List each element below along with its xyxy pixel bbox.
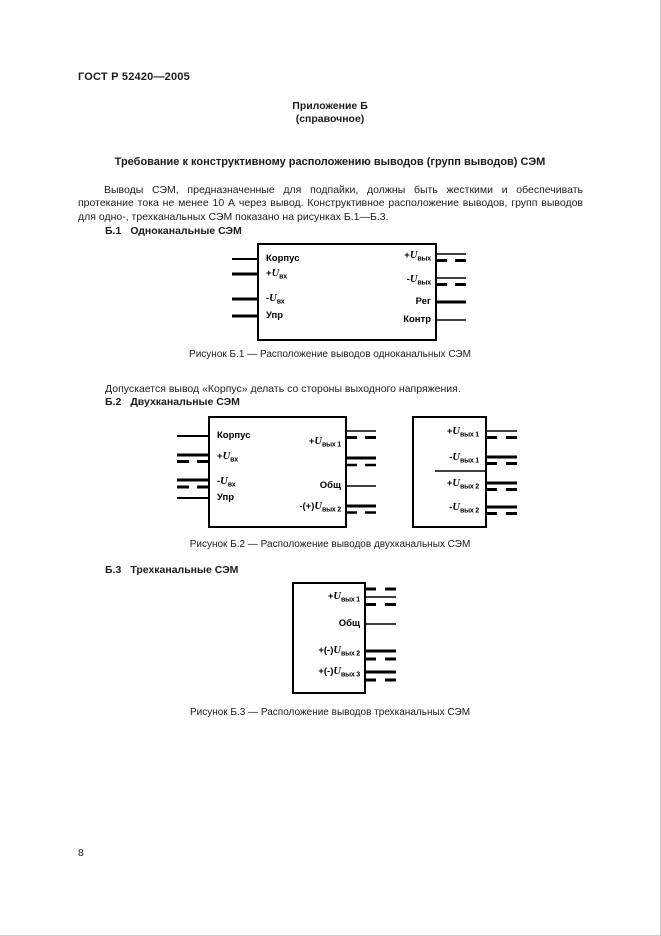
pin-label-uout2-minus: -Uвых 2 — [449, 502, 479, 515]
section-title: Трехканальные СЭМ — [130, 564, 239, 576]
figure-b2-drawing — [177, 416, 517, 528]
pin-label-korpus: Корпус — [266, 253, 300, 264]
section-number: Б.2 — [105, 396, 122, 408]
pin-label-uout1-plus: +Uвых 1 — [446, 426, 479, 439]
pin-label-upr: Упр — [217, 492, 235, 503]
figure-b3-drawing — [292, 582, 396, 694]
pin-label-uin-plus: +Uвх — [217, 451, 238, 464]
intro-paragraph: Выводы СЭМ, предназначенные для подпайки… — [78, 184, 583, 223]
figure-b2-caption: Рисунок Б.2 — Расположение выводов двухк… — [189, 539, 471, 550]
figure-b1-caption: Рисунок Б.1 — Расположение выводов однок… — [189, 349, 471, 360]
left-pin-lines — [177, 435, 209, 499]
appendix-subtitle: (справочное) — [295, 113, 365, 125]
module-box — [292, 582, 366, 694]
pin-label-obsch: Общ — [319, 480, 341, 491]
section-number: Б.3 — [105, 564, 122, 576]
page-title: Требование к конструктивному расположени… — [114, 156, 546, 168]
right-pin-lines — [365, 587, 396, 682]
pin-label-uout2: +(-)Uвых 2 — [318, 645, 360, 658]
figure-b1: Корпус +Uвх -Uвх Упр +Uвых -Uвых Рег Кон… — [225, 238, 475, 350]
figure-b2: Корпус +Uвх -Uвх Упр +Uвых 1 Общ -(+)Uвы… — [170, 412, 525, 534]
module-box-main — [208, 416, 347, 528]
section-heading-b3: Б.3 Трехканальные СЭМ — [105, 564, 238, 576]
pin-label-uout3: +(-)Uвых 3 — [318, 666, 360, 679]
section-number: Б.1 — [105, 225, 122, 237]
figure-b3-caption: Рисунок Б.3 — Расположение выводов трехк… — [189, 707, 471, 718]
pin-label-uout2-plus: +Uвых 2 — [446, 478, 479, 491]
pin-label-uout-plus: +Uвых — [404, 250, 431, 263]
page-number: 8 — [78, 847, 84, 859]
pin-label-uin-plus: +Uвх — [266, 268, 287, 281]
output-group-box — [412, 416, 487, 528]
left-pin-lines — [232, 258, 258, 318]
section-title: Двухканальные СЭМ — [130, 396, 240, 408]
pin-label-korpus: Корпус — [217, 430, 251, 441]
pin-label-uout1: +Uвых 1 — [327, 591, 360, 604]
pin-label-uin-minus: -Uвх — [266, 293, 285, 306]
section-heading-b2: Б.2 Двухканальные СЭМ — [105, 396, 240, 408]
document-number: ГОСТ Р 52420—2005 — [78, 71, 190, 83]
right-pin-lines-out — [486, 430, 517, 515]
right-pin-lines — [436, 253, 466, 321]
right-pin-lines-main — [346, 430, 376, 514]
section-title: Одноканальные СЭМ — [130, 225, 242, 237]
section-heading-b1: Б.1 Одноканальные СЭМ — [105, 225, 242, 237]
appendix-heading: Приложение Б (справочное) — [0, 100, 660, 126]
figure-b1-drawing — [232, 243, 466, 341]
note-text: Допускается вывод «Корпус» делать со сто… — [105, 383, 461, 395]
pin-label-upr: Упр — [266, 310, 284, 321]
pin-label-reg: Рег — [415, 296, 431, 307]
pin-label-uout1-minus: -Uвых 1 — [449, 452, 479, 465]
pin-label-uout1: +Uвых 1 — [308, 436, 341, 449]
pin-label-uin-minus: -Uвх — [217, 476, 236, 489]
pin-label-obsch: Общ — [338, 618, 360, 629]
figure-b3: +Uвых 1 Общ +(-)Uвых 2 +(-)Uвых 3 — [290, 580, 405, 700]
pin-label-uout2: -(+)Uвых 2 — [299, 501, 341, 514]
pin-label-kontr: Контр — [403, 314, 431, 325]
pin-label-uout-minus: -Uвых — [406, 274, 432, 287]
module-box — [257, 243, 437, 341]
appendix-title: Приложение Б — [292, 100, 368, 112]
